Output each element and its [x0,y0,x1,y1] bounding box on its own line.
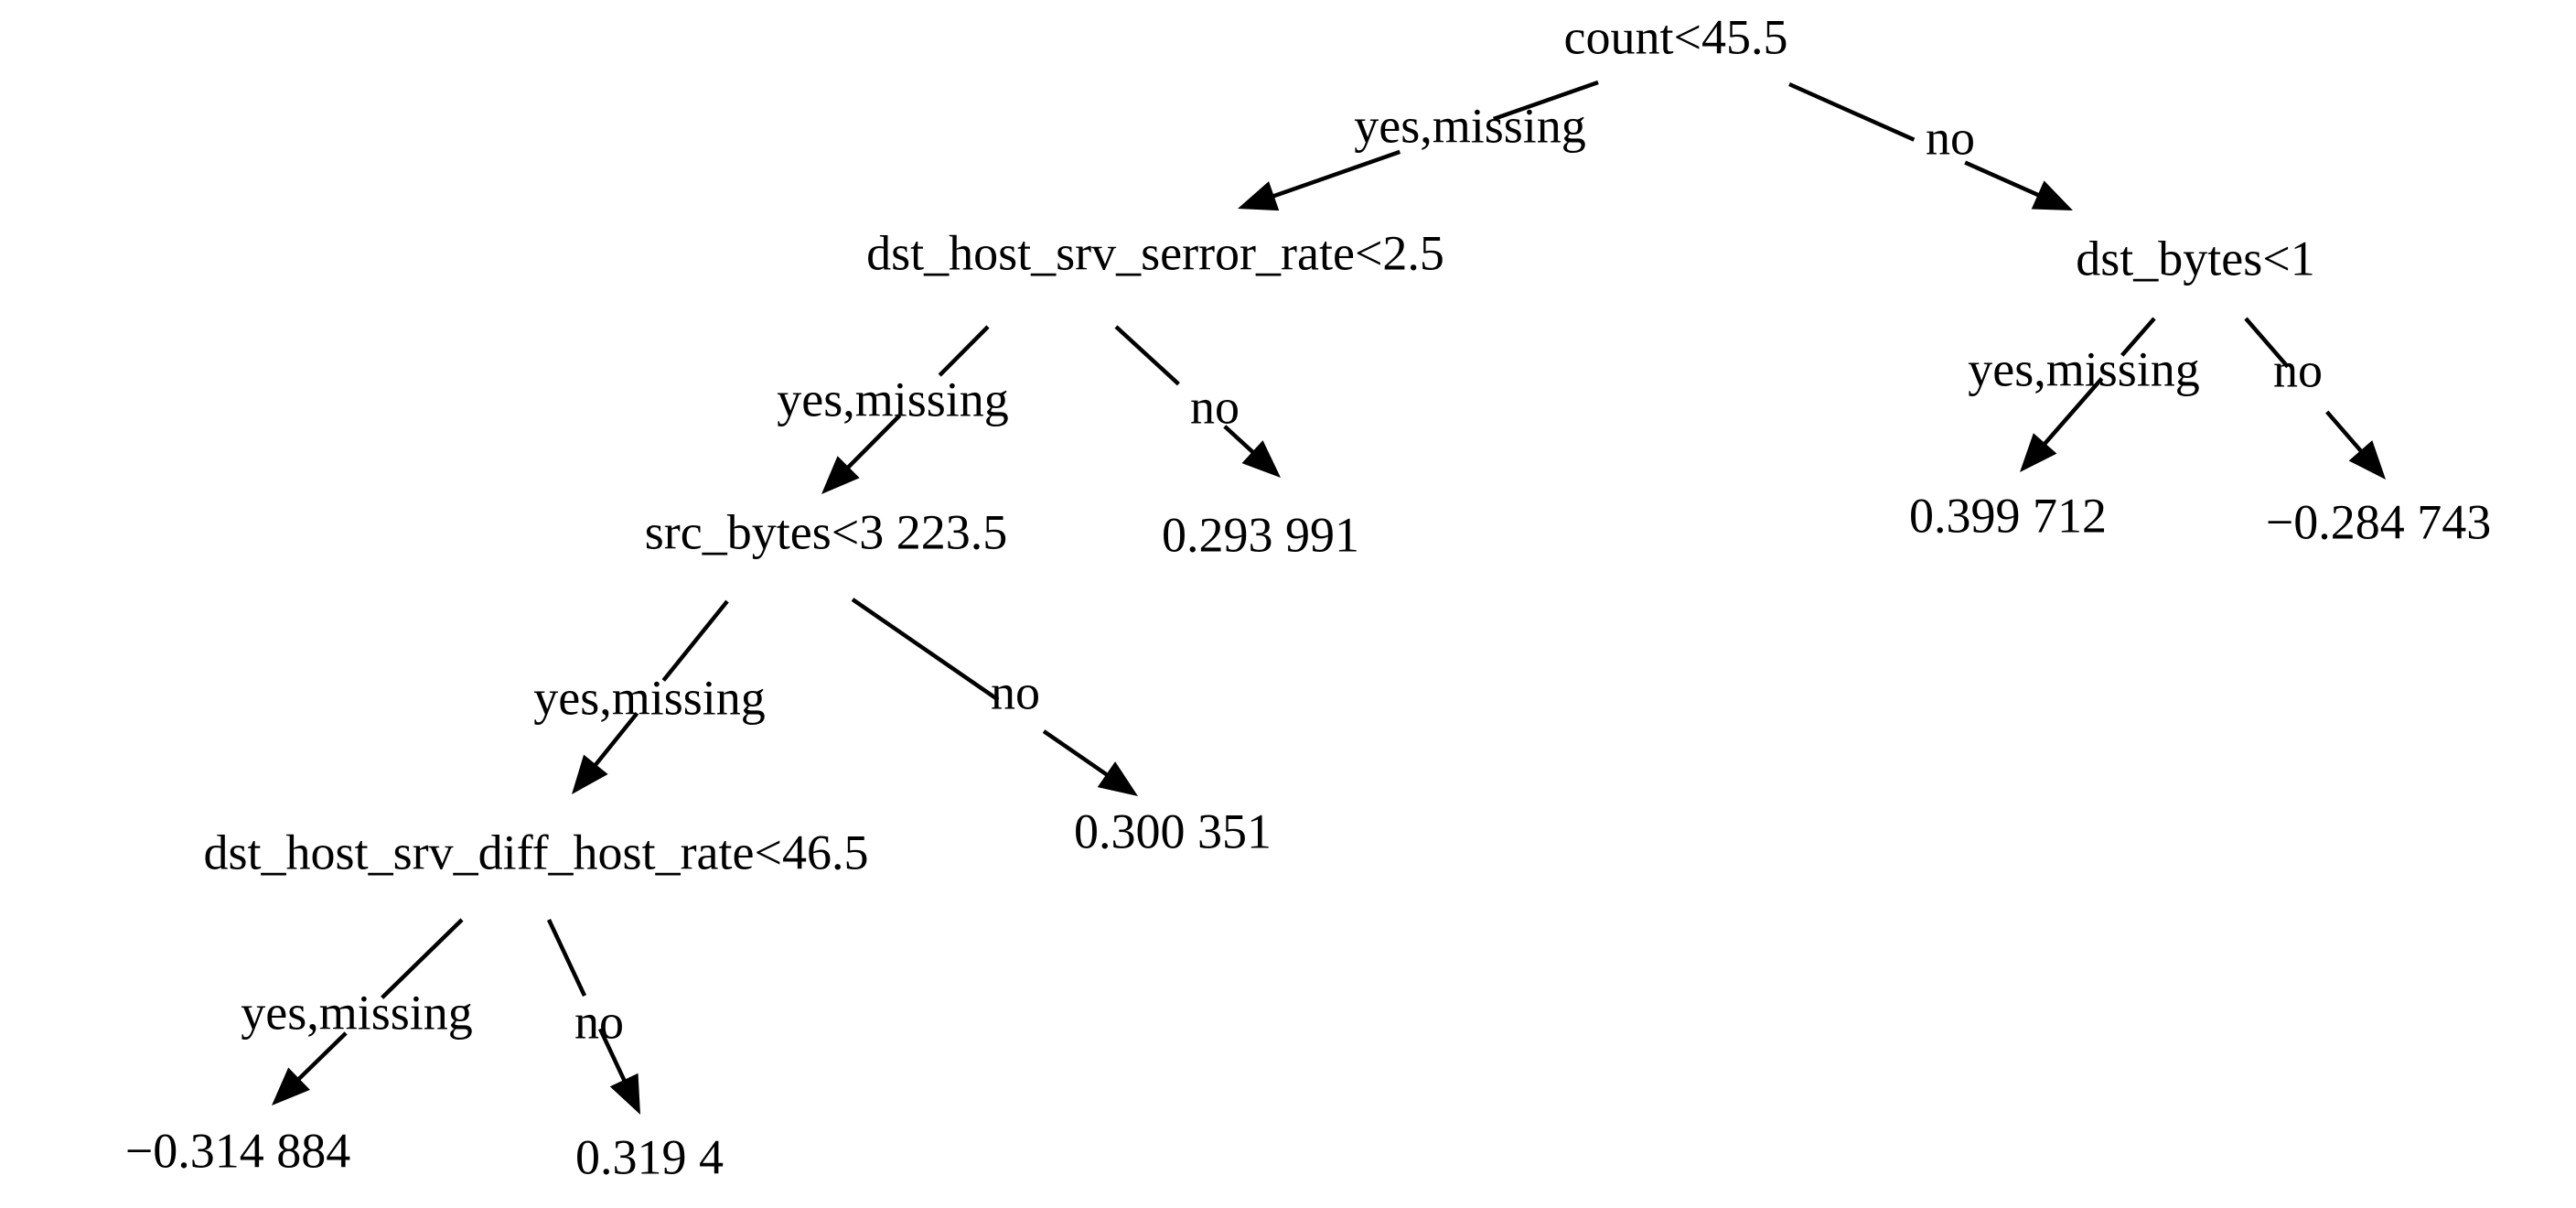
split-node-label: src_bytes<3 223.5 [645,504,1007,559]
arrowhead-icon [572,754,608,794]
edge-label: no [991,664,1040,719]
edge-line-upper [1114,325,1180,386]
edge-line-upper [381,918,464,999]
split-node-label: count<45.5 [1564,9,1788,64]
edge-label: yes,missing [533,670,766,725]
tree-edge: no [851,598,1138,796]
tree-edge: no [1114,325,1281,478]
arrowhead-icon [2348,440,2386,480]
edge-line-lower [2042,377,2104,447]
tree-edge: yes,missing [777,325,1009,494]
arrowhead-icon [272,1067,310,1106]
edge-line-upper [2120,317,2156,357]
leaf-value: −0.314 884 [125,1123,350,1178]
arrowhead-icon [1241,440,1281,478]
tree-edge: yes,missing [533,599,766,794]
tree-edge: no [546,919,640,1115]
split-node-label: dst_bytes<1 [2076,231,2314,286]
edge-label: no [1190,379,1240,434]
arrowhead-icon [1238,181,1280,211]
edge-line-upper [661,599,729,682]
edge-line-upper [938,325,990,377]
edge-line-upper [1788,81,1916,142]
tree-edge: no [2244,317,2386,480]
tree-edge: no [1788,81,2073,210]
tree-edge: yes,missing [241,918,473,1106]
edge-line-lower [1964,160,2041,198]
edge-line-lower [1223,425,1256,455]
edge-line-lower [2325,410,2364,454]
edge-line-upper [2244,317,2290,369]
arrowhead-icon [2020,433,2057,472]
tree-edge: yes,missing [1238,80,1599,211]
arrowhead-icon [609,1073,640,1115]
tree-edge: yes,missing [1968,317,2200,472]
edge-label: no [1926,110,1975,165]
edge-line-upper [546,919,587,998]
edge-line-lower [1272,149,1401,199]
edge-line-lower [593,711,639,768]
edge-line-lower [597,1028,628,1083]
edge-label: yes,missing [1354,98,1586,153]
edge-label: yes,missing [241,985,473,1040]
edge-line-lower [296,1031,348,1082]
leaf-value: 0.399 712 [1909,488,2107,543]
arrowhead-icon [821,456,860,494]
edge-line-upper [1492,80,1599,122]
split-node-label: dst_host_srv_serror_rate<2.5 [866,225,1444,280]
edge-line-lower [1042,729,1110,778]
edge-line-upper [851,598,1000,702]
arrowhead-icon [1097,761,1138,796]
leaf-value: 0.319 4 [575,1129,724,1184]
split-node-label: dst_host_srv_diff_host_rate<46.5 [204,825,869,879]
leaf-value: 0.300 351 [1074,804,1272,858]
arrowhead-icon [2031,180,2073,210]
edge-label: no [574,994,624,1049]
edge-label: yes,missing [777,372,1009,426]
leaf-value: −0.284 743 [2266,494,2491,549]
edge-label: no [2273,342,2323,397]
edges-layer: yes,missing no yes,missing no yes,missing no y… [241,80,2386,1115]
edge-label: yes,missing [1968,341,2200,396]
leaf-value: 0.293 991 [1162,507,1359,562]
edge-line-lower [845,414,902,470]
